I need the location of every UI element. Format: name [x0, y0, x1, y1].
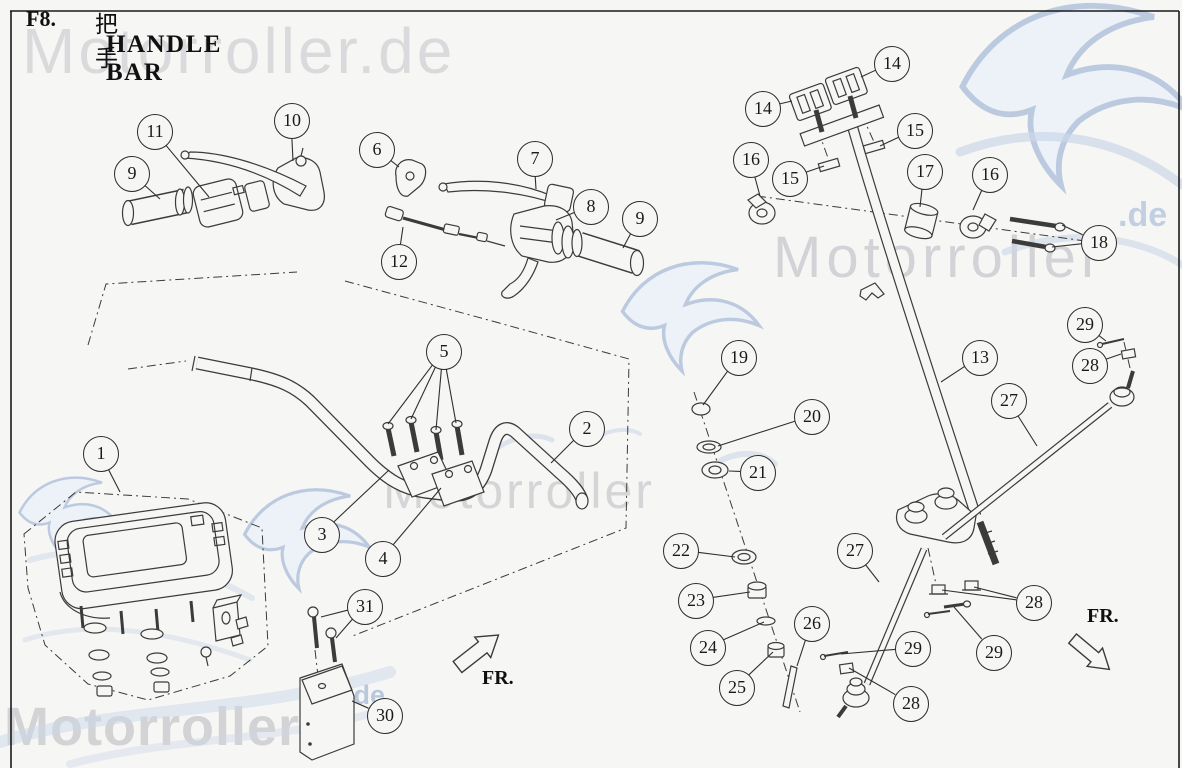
callout-17: 17 — [907, 154, 943, 190]
handlebar-drawing — [191, 355, 589, 510]
callout-28: 28 — [1072, 348, 1108, 384]
fr-label-right: FR. — [1087, 605, 1119, 627]
callout-27: 27 — [837, 533, 873, 569]
callout-26: 26 — [794, 606, 830, 642]
callout-8: 8 — [573, 189, 609, 225]
callout-12: 12 — [381, 244, 417, 280]
figure-code: F8. — [26, 6, 56, 31]
watermark-de-right: .de — [1118, 196, 1168, 234]
callout-15: 15 — [772, 161, 808, 197]
callout-25: 25 — [719, 670, 755, 706]
callout-29: 29 — [1067, 307, 1103, 343]
fr-label-center: FR. — [482, 667, 514, 689]
callout-20: 20 — [794, 399, 830, 435]
callout-31: 31 — [347, 589, 383, 625]
callout-3: 3 — [304, 517, 340, 553]
callout-7: 7 — [517, 141, 553, 177]
figure-title-cjk: 把手 — [95, 12, 118, 72]
callout-16: 16 — [972, 157, 1008, 193]
callout-13: 13 — [962, 340, 998, 376]
callout-27: 27 — [991, 383, 1027, 419]
fr-arrow-center — [452, 634, 500, 674]
steering-column-drawing — [747, 66, 1066, 566]
speedometer-drawing — [54, 502, 249, 697]
callout-15: 15 — [897, 113, 933, 149]
callout-6: 6 — [359, 132, 395, 168]
callout-30: 30 — [367, 698, 403, 734]
figure-title-en: HANDLE BAR — [106, 31, 222, 86]
callout-28: 28 — [1016, 585, 1052, 621]
callout-14: 14 — [745, 91, 781, 127]
callout-18: 18 — [1081, 225, 1117, 261]
callout-28: 28 — [893, 686, 929, 722]
callout-23: 23 — [678, 583, 714, 619]
callout-2: 2 — [569, 411, 605, 447]
callout-22: 22 — [663, 533, 699, 569]
right-controls-drawing — [384, 159, 645, 299]
callout-14: 14 — [874, 46, 910, 82]
callout-24: 24 — [690, 630, 726, 666]
callout-10: 10 — [274, 103, 310, 139]
callout-21: 21 — [740, 455, 776, 491]
fr-arrow-right — [1067, 632, 1111, 671]
leader-lines — [107, 69, 1122, 709]
callout-4: 4 — [365, 541, 401, 577]
callout-5: 5 — [426, 334, 462, 370]
tie-rod-drawing — [819, 338, 1137, 719]
callout-29: 29 — [976, 635, 1012, 671]
callout-19: 19 — [721, 340, 757, 376]
callout-9: 9 — [114, 156, 150, 192]
callout-16: 16 — [733, 142, 769, 178]
callout-1: 1 — [83, 436, 119, 472]
left-controls-drawing — [121, 147, 325, 228]
bracket-drawing — [299, 606, 355, 761]
watermark-top: Motorroller.de — [22, 15, 456, 87]
callout-11: 11 — [137, 114, 173, 150]
page-border — [10, 10, 1180, 768]
callout-9: 9 — [622, 201, 658, 237]
callout-29: 29 — [895, 631, 931, 667]
bearing-stack-drawing — [691, 402, 798, 709]
